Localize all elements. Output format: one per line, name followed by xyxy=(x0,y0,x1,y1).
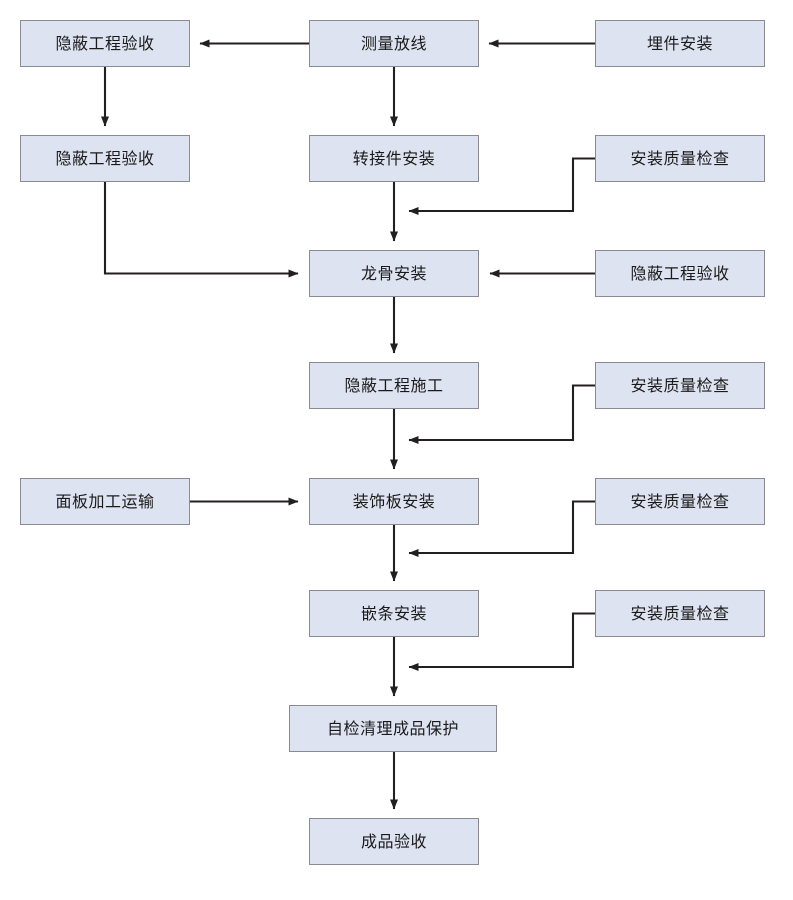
node-label: 隐蔽工程验收 xyxy=(55,33,155,53)
node-label: 成品验收 xyxy=(360,831,427,851)
node-panel-fabrication-transport[interactable]: 面板加工运输 xyxy=(20,478,190,525)
node-hidden-works-construction[interactable]: 隐蔽工程施工 xyxy=(309,362,479,409)
node-quality-check-2[interactable]: 安装质量检查 xyxy=(595,362,765,409)
edge-n4-elbow xyxy=(103,182,299,278)
node-label: 自检清理成品保护 xyxy=(326,718,459,738)
node-label: 安装质量检查 xyxy=(630,375,730,395)
node-keel-install[interactable]: 龙骨安装 xyxy=(309,250,479,297)
node-inlay-strip-install[interactable]: 嵌条安装 xyxy=(309,590,479,637)
node-label: 隐蔽工程施工 xyxy=(344,375,444,395)
node-label: 装饰板安装 xyxy=(352,491,436,511)
node-label: 安装质量检查 xyxy=(630,148,730,168)
node-hidden-works-acceptance-3[interactable]: 隐蔽工程验收 xyxy=(595,250,765,297)
node-label: 隐蔽工程验收 xyxy=(55,148,155,168)
node-final-product-acceptance[interactable]: 成品验收 xyxy=(309,818,479,865)
node-hidden-works-acceptance-1[interactable]: 隐蔽工程验收 xyxy=(20,20,190,67)
node-embedded-parts-install[interactable]: 埋件安装 xyxy=(595,20,765,67)
node-quality-check-4[interactable]: 安装质量检查 xyxy=(595,590,765,637)
node-label: 嵌条安装 xyxy=(360,603,427,623)
node-label: 埋件安装 xyxy=(646,33,713,53)
node-decorative-panel-install[interactable]: 装饰板安装 xyxy=(309,478,479,525)
node-quality-check-3[interactable]: 安装质量检查 xyxy=(595,478,765,525)
node-survey-setting-out[interactable]: 测量放线 xyxy=(309,20,479,67)
node-label: 安装质量检查 xyxy=(630,491,730,511)
node-label: 龙骨安装 xyxy=(360,263,427,283)
node-adapter-install[interactable]: 转接件安装 xyxy=(309,135,479,182)
node-quality-check-1[interactable]: 安装质量检查 xyxy=(595,135,765,182)
node-self-inspection-cleanup-protection[interactable]: 自检清理成品保护 xyxy=(289,705,497,752)
node-hidden-works-acceptance-2[interactable]: 隐蔽工程验收 xyxy=(20,135,190,182)
node-label: 转接件安装 xyxy=(352,148,436,168)
node-label: 安装质量检查 xyxy=(630,603,730,623)
node-label: 面板加工运输 xyxy=(55,491,155,511)
node-label: 隐蔽工程验收 xyxy=(630,263,730,283)
node-label: 测量放线 xyxy=(360,33,427,53)
